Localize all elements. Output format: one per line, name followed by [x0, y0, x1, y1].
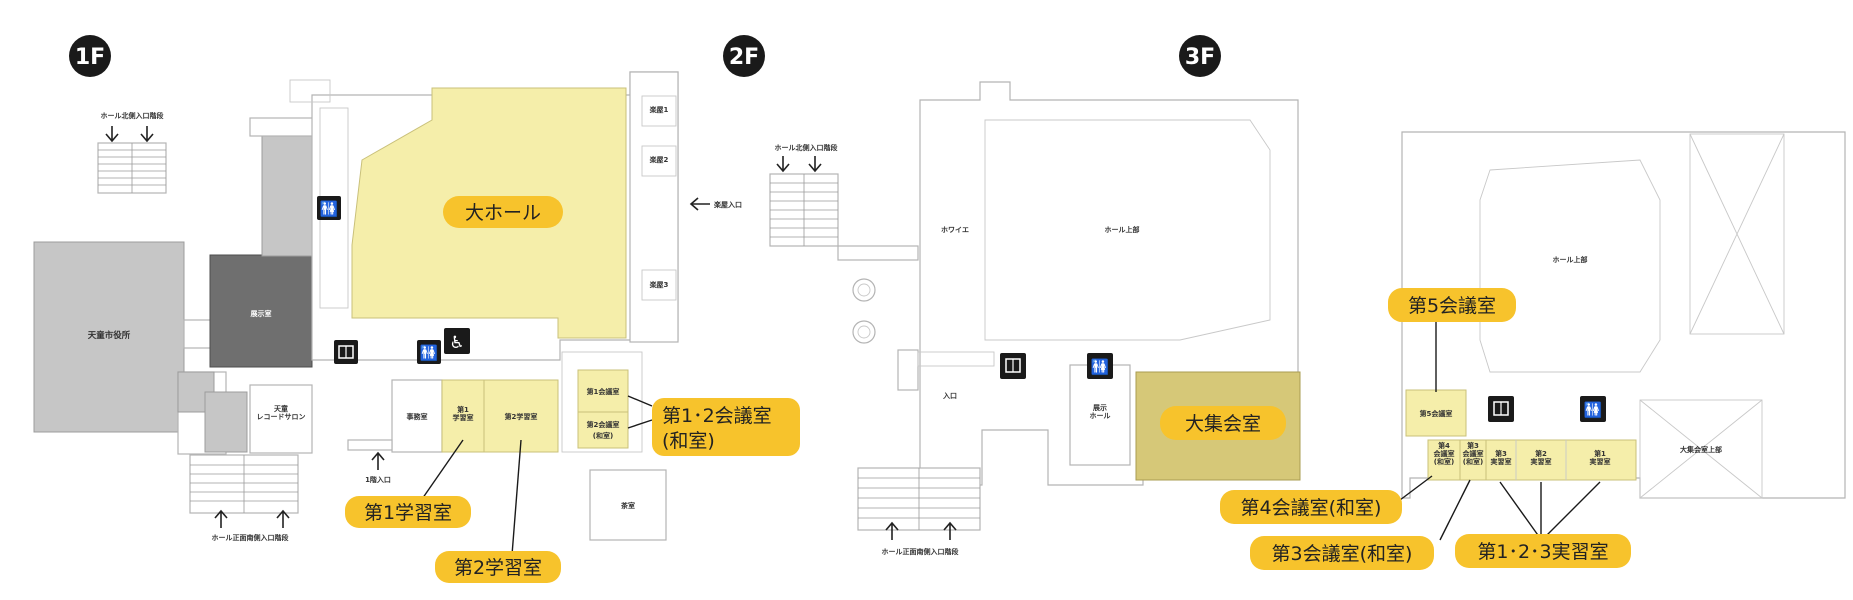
svg-text:事務室: 事務室	[407, 412, 428, 421]
svg-text:1階入口: 1階入口	[365, 475, 391, 484]
svg-text:茶室: 茶室	[620, 501, 635, 510]
floor-badge-2f: 2F	[723, 35, 765, 77]
hall-upper-label-3f: ホール上部	[1553, 255, 1588, 264]
svg-text:第5会議室: 第5会議室	[1420, 409, 1453, 418]
callout-main-hall: 大ホール	[443, 196, 563, 228]
assembly-upper-block	[1639, 399, 1763, 499]
svg-text:大ホール: 大ホール	[465, 202, 541, 224]
svg-text:2F: 2F	[729, 45, 759, 70]
svg-text:ホール正面南側入口階段: ホール正面南側入口階段	[882, 547, 959, 556]
conf-room-3-area	[1459, 439, 1487, 481]
svg-text:楽屋3: 楽屋3	[649, 280, 669, 289]
svg-text:第1･2会議室: 第1･2会議室	[662, 405, 772, 427]
elevator-icon	[1488, 396, 1514, 422]
wheelchair-icon: ♿	[444, 328, 470, 354]
elevator-icon	[1000, 353, 1026, 379]
svg-text:🚻: 🚻	[1584, 401, 1603, 419]
foyer-label: ホワイエ	[941, 226, 969, 234]
svg-text:🚻: 🚻	[320, 200, 339, 218]
svg-text:楽屋2: 楽屋2	[649, 155, 669, 164]
round-fixtures	[852, 278, 876, 344]
south-stairs-1f: ホール正面南側入口階段	[189, 454, 299, 542]
svg-text:♿: ♿	[449, 333, 464, 353]
callout-prac123: 第1･2･3実習室	[1455, 481, 1631, 568]
restroom-icon: 🚻	[417, 340, 441, 364]
callout-conf5: 第5会議室	[1388, 288, 1516, 392]
svg-text:展示ホール: 展示ホール	[1090, 403, 1111, 420]
south-stairs-2f: ホール正面南側入口階段	[857, 467, 981, 556]
tea-room-block	[589, 469, 667, 541]
svg-text:楽屋1: 楽屋1	[649, 105, 669, 114]
north-stairs-2f: ホール北側入口階段	[769, 143, 839, 247]
svg-text:3F: 3F	[1185, 45, 1215, 70]
svg-text:🚻: 🚻	[420, 344, 439, 362]
callout-conf4: 第4会議室(和室)	[1220, 475, 1433, 524]
office-block	[391, 379, 443, 453]
svg-text:(和室): (和室)	[593, 431, 613, 440]
svg-text:第1会議室: 第1会議室	[587, 387, 620, 396]
svg-text:ホール北側入口階段: ホール北側入口階段	[101, 111, 164, 120]
callout-study1: 第1学習室	[345, 439, 471, 528]
gakuya-entrance: 楽屋入口	[689, 197, 742, 211]
record-salon-block	[249, 384, 313, 454]
practice-rooms-area	[1485, 439, 1637, 481]
city-hall-label: 天童市役所	[88, 330, 131, 341]
exhibition-hall-block	[1069, 364, 1131, 466]
north-stairs-1f: ホール北側入口階段	[97, 111, 167, 194]
svg-text:大集会室上部: 大集会室上部	[1680, 445, 1722, 454]
svg-text:第4会議室(和室): 第4会議室(和室)	[1241, 497, 1382, 519]
floor-badge-1f: 1F	[69, 35, 111, 77]
svg-text:第3会議室(和室): 第3会議室(和室)	[1272, 543, 1413, 565]
gakuya-column: 楽屋1 楽屋2 楽屋3	[629, 71, 679, 343]
callout-conf3: 第3会議室(和室)	[1250, 479, 1471, 570]
floor-2-plan: ホール北側入口階段 ホワイエ ホール上部 入口 展	[769, 81, 1301, 556]
callout-large-assembly: 大集会室	[1160, 406, 1286, 440]
city-hall-block	[33, 241, 185, 433]
callout-conf12: 第1･2会議室 (和室)	[627, 395, 800, 456]
svg-text:天童レコードサロン: 天童レコードサロン	[257, 404, 306, 421]
svg-text:第4会議室(和室): 第4会議室(和室)	[1434, 441, 1455, 466]
entrance-1f: 1階入口	[365, 451, 391, 484]
svg-text:第1学習室: 第1学習室	[453, 405, 474, 422]
exhibition-room-block	[209, 254, 313, 368]
svg-text:ホール北側入口階段: ホール北側入口階段	[775, 143, 838, 152]
floor-badge-3f: 3F	[1179, 35, 1221, 77]
svg-text:第1学習室: 第1学習室	[364, 502, 452, 524]
conf-room-2-area	[577, 411, 629, 449]
elevator-icon	[334, 340, 358, 364]
conf-room-4-area	[1427, 439, 1461, 481]
restroom-icon: 🚻	[1087, 353, 1113, 379]
svg-text:第2会議室: 第2会議室	[587, 420, 620, 429]
svg-text:🚻: 🚻	[1091, 358, 1110, 376]
svg-text:第5会議室: 第5会議室	[1408, 295, 1496, 317]
exhibition-room-label: 展示室	[250, 309, 272, 318]
svg-text:楽屋入口: 楽屋入口	[713, 200, 742, 209]
restroom-icon: 🚻	[1580, 396, 1606, 422]
svg-text:第1･2･3実習室: 第1･2･3実習室	[1477, 541, 1608, 563]
hall-upper-label-2f: ホール上部	[1105, 225, 1140, 234]
svg-text:第3会議室(和室): 第3会議室(和室)	[1463, 441, 1484, 466]
floor-1-plan: ホール北側入口階段 天童市役所 展示室	[33, 71, 800, 583]
svg-text:第2学習室: 第2学習室	[454, 557, 542, 579]
svg-text:1F: 1F	[75, 45, 105, 70]
svg-text:ホール正面南側入口階段: ホール正面南側入口階段	[212, 533, 289, 542]
svg-text:(和室): (和室)	[662, 430, 715, 452]
svg-text:第2学習室: 第2学習室	[505, 412, 538, 421]
entrance-label-2f: 入口	[942, 392, 957, 400]
callout-study2: 第2学習室	[435, 439, 561, 583]
svg-text:大集会室: 大集会室	[1185, 413, 1261, 435]
restroom-icon: 🚻	[317, 196, 341, 220]
